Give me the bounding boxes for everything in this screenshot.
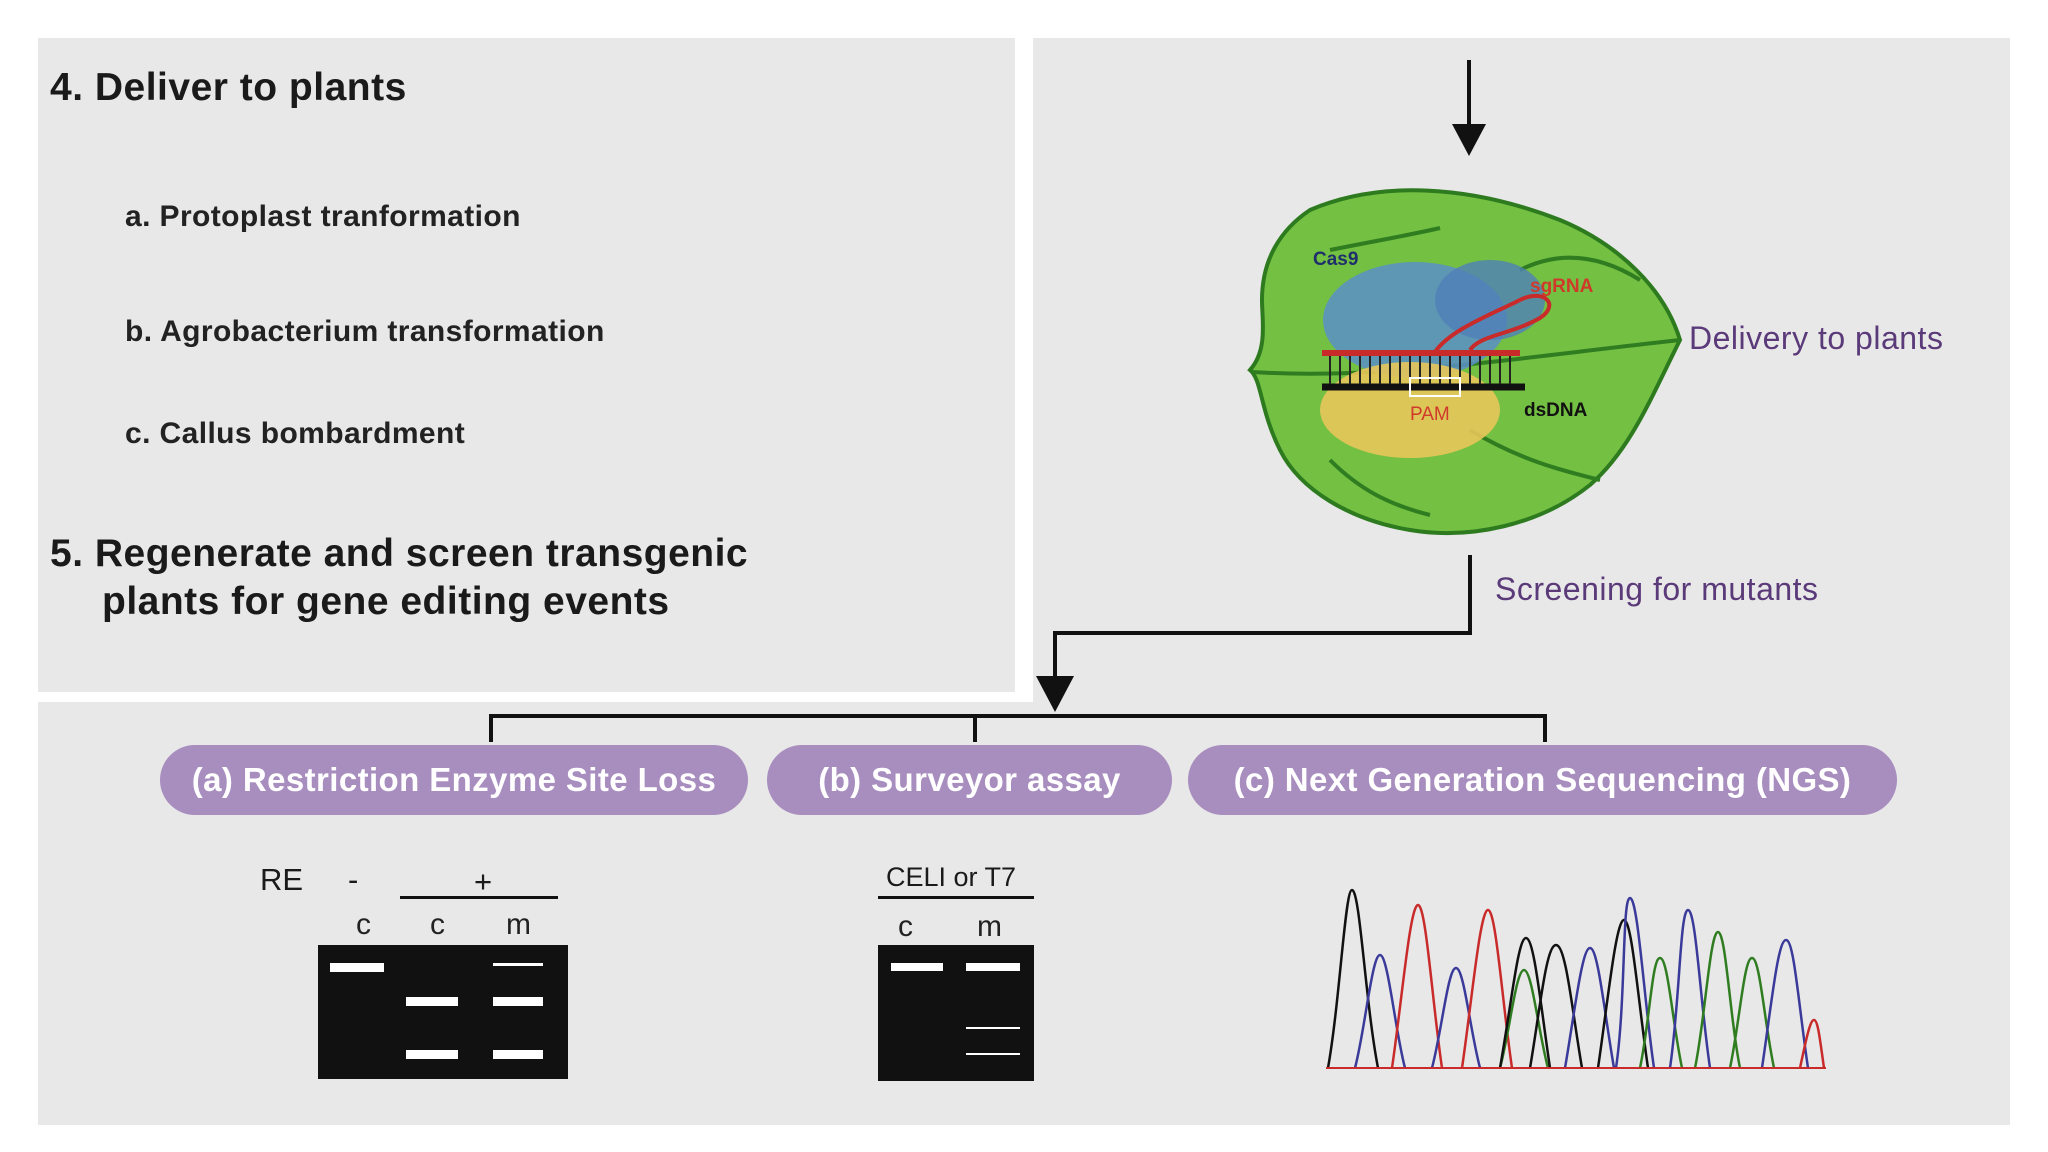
- celi-t7-bar: [878, 896, 1034, 899]
- re-label: RE: [260, 862, 304, 897]
- step-5-title-line2: plants for gene editing events: [102, 580, 670, 623]
- method-restriction-enzyme: (a) Restriction Enzyme Site Loss: [160, 745, 748, 815]
- method-ngs: (c) Next Generation Sequencing (NGS): [1188, 745, 1897, 815]
- re-plus-bar: [400, 896, 558, 899]
- re-plus-label: +: [474, 864, 493, 899]
- step-item-protoplast: a. Protoplast tranformation: [125, 200, 521, 233]
- gel-b-lane-2: m: [977, 910, 1002, 943]
- step-4-title: 4. Deliver to plants: [50, 66, 407, 109]
- gel-b-band: [966, 963, 1020, 971]
- gel-b: [878, 945, 1034, 1081]
- pam-box: [1409, 377, 1461, 397]
- gel-a-lane-3: m: [506, 908, 531, 941]
- step-item-callus: c. Callus bombardment: [125, 417, 466, 450]
- dsdna-label: dsDNA: [1524, 400, 1588, 421]
- screening-for-mutants-label: Screening for mutants: [1495, 571, 1819, 607]
- gel-a-band: [406, 997, 458, 1006]
- re-minus-label: -: [348, 862, 359, 897]
- gel-a-band: [493, 1050, 543, 1059]
- step-panel: [38, 38, 1015, 692]
- gel-b-band: [891, 963, 943, 971]
- sgrna-label: sgRNA: [1530, 276, 1594, 297]
- gel-a-band: [406, 1050, 458, 1059]
- gel-a-lane-1: c: [356, 908, 371, 941]
- method-surveyor-assay: (b) Surveyor assay: [767, 745, 1172, 815]
- sgrna-strand: [1433, 293, 1552, 354]
- pam-label: PAM: [1410, 404, 1450, 425]
- gel-a: [318, 945, 568, 1079]
- gel-a-band: [493, 963, 543, 966]
- gel-a-band: [493, 997, 543, 1006]
- gel-b-band: [966, 1053, 1020, 1055]
- step-5-title-line1: 5. Regenerate and screen transgenic: [50, 532, 749, 575]
- gel-b-lane-1: c: [898, 910, 913, 943]
- celi-t7-label: CELI or T7: [886, 862, 1017, 892]
- gel-a-lane-2: c: [430, 908, 445, 941]
- delivery-to-plants-label: Delivery to plants: [1689, 320, 1944, 356]
- gel-b-band: [966, 1027, 1020, 1029]
- step-item-agrobacterium: b. Agrobacterium transformation: [125, 315, 605, 348]
- cas9-label: Cas9: [1313, 249, 1358, 270]
- gel-a-band: [330, 963, 384, 972]
